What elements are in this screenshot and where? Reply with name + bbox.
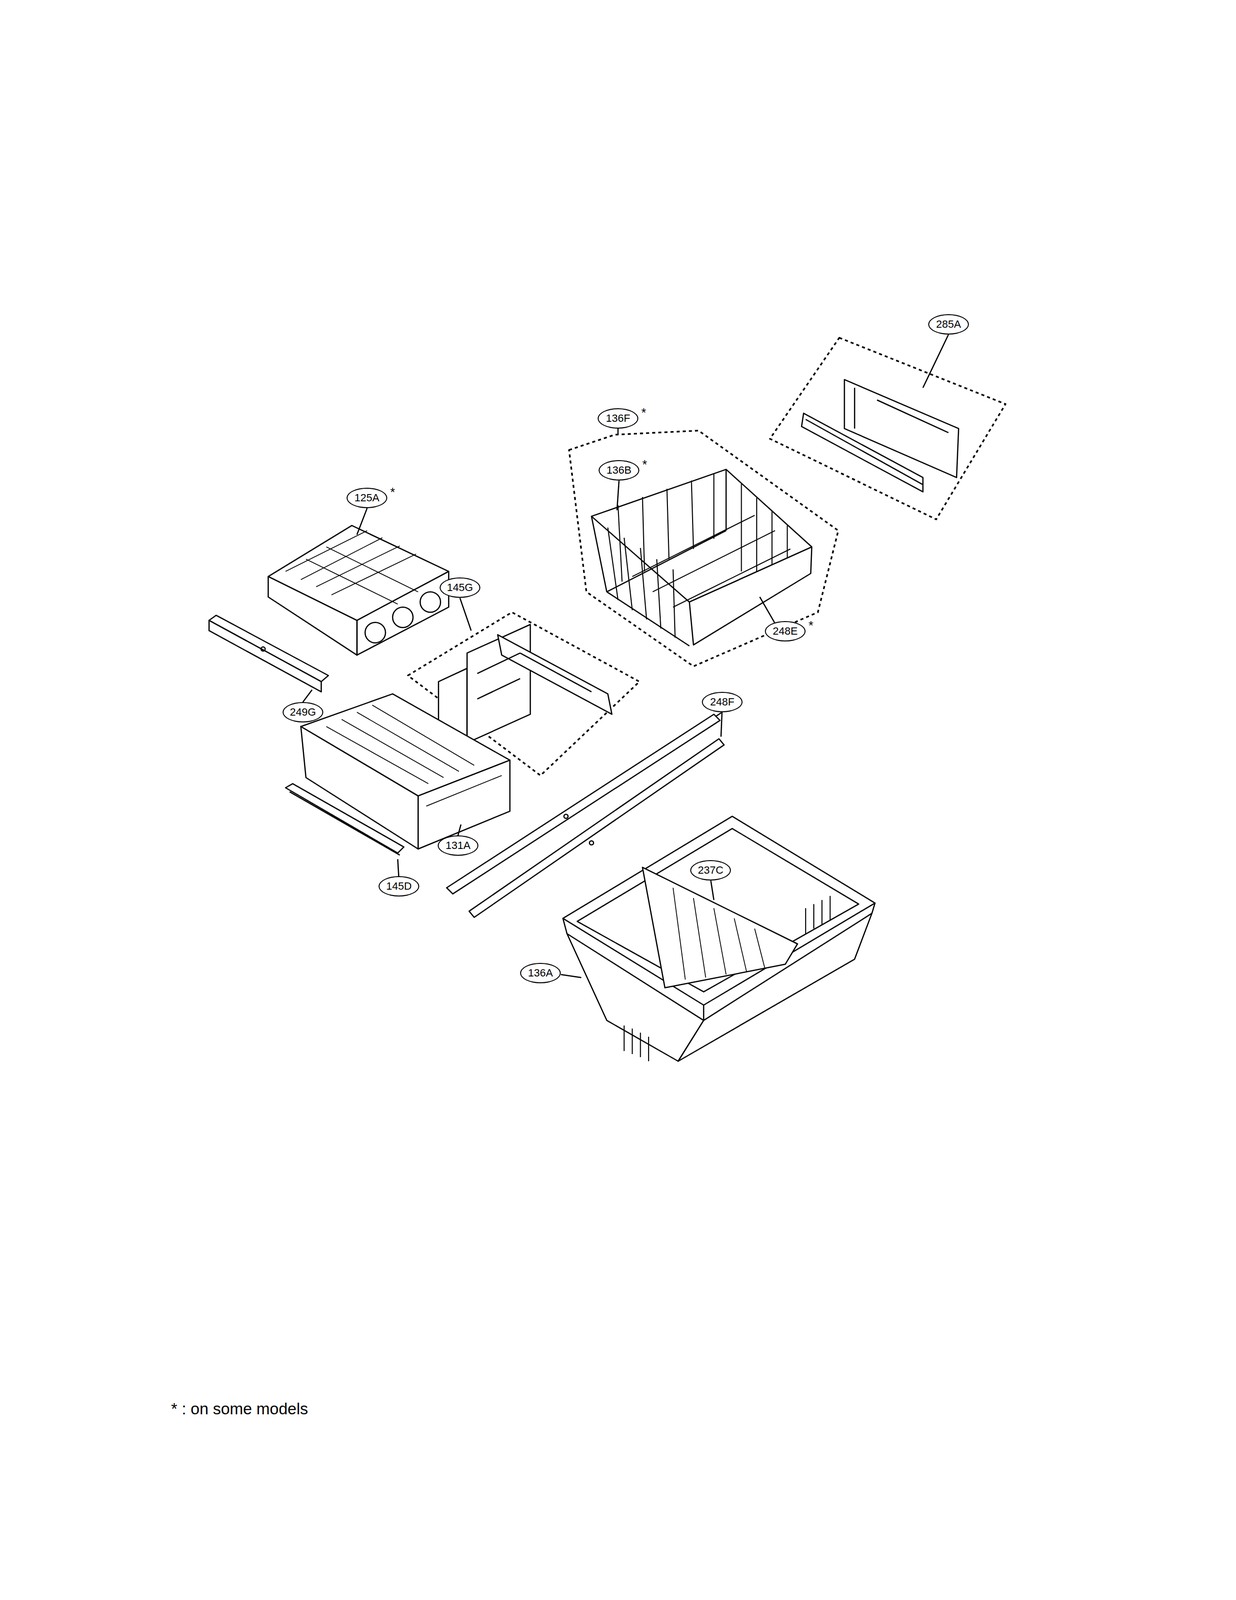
callout-oval: 136A: [520, 962, 561, 983]
callout-number: 136A: [527, 967, 553, 979]
callout-number: 249G: [289, 706, 317, 718]
footnote: * : on some models: [171, 1399, 308, 1418]
callout-oval: 285A: [928, 314, 969, 335]
callout-oval: 248E*: [764, 620, 806, 642]
callout-number: 248F: [710, 696, 735, 708]
callout-oval: 136F*: [597, 408, 639, 429]
callout-number: 136F: [605, 412, 631, 424]
callout-number: 145D: [386, 880, 412, 892]
callout-oval: 249G: [282, 701, 324, 723]
callout-number: 237C: [697, 864, 724, 876]
callout-number: 248E: [772, 625, 798, 637]
callout-number: 285A: [935, 318, 961, 330]
callout-number: 131A: [445, 839, 471, 851]
callout-oval: 125A*: [346, 487, 388, 508]
footnote-mark: *: [808, 618, 814, 632]
callout-oval: 237C: [690, 859, 731, 881]
callout-oval: 136B*: [598, 459, 640, 481]
footnote-mark: *: [641, 406, 647, 419]
callout-number: 136B: [606, 464, 632, 476]
footnote-mark: *: [390, 485, 396, 499]
footnote-mark: *: [642, 458, 648, 471]
callout-oval: 145D: [378, 875, 420, 897]
callout-number: 125A: [354, 492, 380, 504]
callout-oval: 131A: [437, 835, 479, 856]
callout-oval: 145G: [439, 577, 481, 598]
callout-oval: 248F: [701, 691, 743, 713]
callout-number: 145G: [446, 582, 474, 593]
